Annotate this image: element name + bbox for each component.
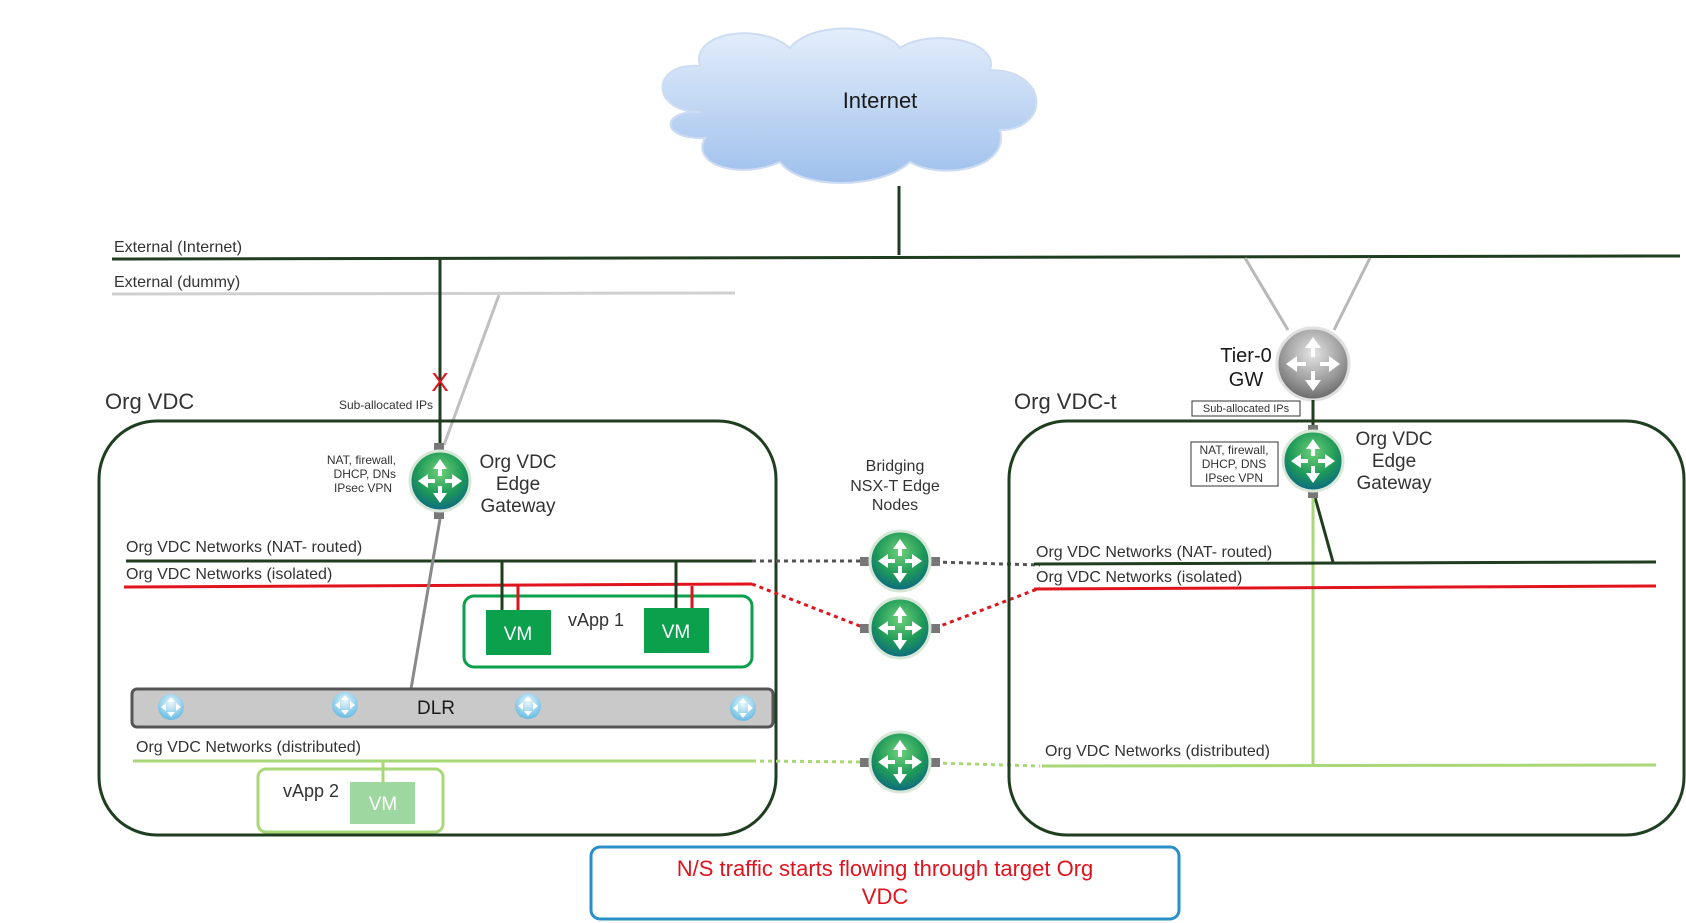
org-vdc-t-nat-routed-network <box>1033 560 1657 566</box>
vapp2-vm: VM <box>350 782 415 824</box>
vm1-label: VM <box>504 624 533 645</box>
org-vdc-t-edge-gateway-router-icon <box>1281 425 1345 498</box>
tier0-uplink-a <box>1243 257 1290 331</box>
edge-t-label-line2: Edge <box>1372 451 1416 472</box>
edge-t-services-box <box>1190 441 1279 487</box>
bridge-edge-node-3-icon <box>860 730 940 794</box>
vm2-box <box>644 608 709 653</box>
edge-t-label-line1: Org VDC <box>1355 429 1432 450</box>
vm1-box <box>486 610 551 655</box>
tier0-sub-allocated-box <box>1191 400 1301 417</box>
org-vdc-t-isolated-label: Org VDC Networks (isolated) <box>1036 569 1242 586</box>
edge-t-services-line1: NAT, firewall, <box>1199 443 1268 457</box>
org-vdc-t-distributed-network <box>1041 763 1657 768</box>
internet-cloud <box>661 27 1038 184</box>
internet-label: Internet <box>843 88 918 113</box>
sub-allocated-ips-label: Sub-allocated IPs <box>339 398 433 412</box>
org-vdc-nat-routed-label: Org VDC Networks (NAT- routed) <box>126 539 362 556</box>
bridging-label-line3: Nodes <box>872 497 918 514</box>
vapp2-vm-box <box>350 782 415 824</box>
edge-gateway-label-line3: Gateway <box>481 496 556 517</box>
callout-line1: N/S traffic starts flowing through targe… <box>677 856 1094 881</box>
org-vdc-edge-gateway-router-icon <box>408 443 472 519</box>
external-internet-network <box>111 254 1681 261</box>
callout-line2: VDC <box>862 884 909 909</box>
tier0-uplink-b <box>1332 257 1372 331</box>
bridge3-right-link <box>934 761 1041 768</box>
tier0-label-line2: GW <box>1229 369 1264 391</box>
bridge2-left-link <box>751 582 866 630</box>
org-vdc-distributed-label: Org VDC Networks (distributed) <box>136 739 361 756</box>
bridge-edge-node-1-icon <box>860 529 940 593</box>
org-vdc-isolated-label: Org VDC Networks (isolated) <box>126 566 332 583</box>
org-vdc-t-nat-routed-label: Org VDC Networks (NAT- routed) <box>1036 544 1272 561</box>
vm1: VM <box>486 610 551 655</box>
org-vdc-title: Org VDC <box>105 389 194 414</box>
dlr-router-icon-3 <box>515 693 541 719</box>
vapp2-container <box>256 767 445 834</box>
dlr-router-icon-4 <box>730 695 756 721</box>
edge-services-line1: NAT, firewall, <box>327 453 396 467</box>
bridge3-left-link <box>751 759 866 764</box>
vapp1-label: vApp 1 <box>568 610 624 630</box>
dlr-bar <box>130 687 775 729</box>
bridging-label-line1: Bridging <box>866 458 925 475</box>
callout-box <box>589 845 1181 921</box>
vapp1-container <box>462 594 754 669</box>
external-internet-label: External (Internet) <box>114 239 242 256</box>
vm2: VM <box>644 608 709 653</box>
edge-to-dlr-link <box>409 518 442 690</box>
org-vdc-t-boundary <box>1007 419 1686 837</box>
blocked-x-marker: X <box>431 367 448 397</box>
bridge1-right-link <box>934 560 1041 567</box>
bridging-label-line2: NSX-T Edge <box>850 478 940 495</box>
org-vdc-boundary <box>97 419 778 837</box>
org-vdc-t-title: Org VDC-t <box>1014 389 1117 414</box>
dlr-router-icon-1 <box>158 694 184 720</box>
edge-gateway-label-line2: Edge <box>496 474 540 495</box>
dlr-router-icon-2 <box>332 692 358 718</box>
edge-t-services-line2: DHCP, DNS <box>1202 457 1266 471</box>
bridge2-right-link <box>934 586 1041 630</box>
edge-t-services-line3: IPsec VPN <box>1205 471 1263 485</box>
org-vdc-t-isolated-network <box>1033 584 1657 591</box>
org-vdc-isolated-network <box>123 582 753 589</box>
external-dummy-label: External (dummy) <box>114 274 240 291</box>
external-dummy-network <box>111 291 736 296</box>
edge-t-to-nat-link <box>1311 489 1335 563</box>
edge-gateway-label-line1: Org VDC <box>479 452 556 473</box>
bridge-edge-node-2-icon <box>860 596 940 660</box>
tier0-sub-allocated-label: Sub-allocated IPs <box>1203 403 1290 415</box>
tier0-gw-router-icon <box>1275 326 1351 402</box>
edge-services-line2: DHCP, DNs <box>334 467 396 481</box>
edge-services-line3: IPsec VPN <box>334 481 392 495</box>
dlr-label: DLR <box>417 698 455 719</box>
vapp2-label: vApp 2 <box>283 781 339 801</box>
vapp2-vm-label: VM <box>369 794 398 815</box>
vm2-label: VM <box>662 622 691 643</box>
org-vdc-t-distributed-label: Org VDC Networks (distributed) <box>1045 743 1270 760</box>
edge-t-label-line3: Gateway <box>1357 473 1432 494</box>
tier0-label-line1: Tier-0 <box>1220 345 1271 367</box>
